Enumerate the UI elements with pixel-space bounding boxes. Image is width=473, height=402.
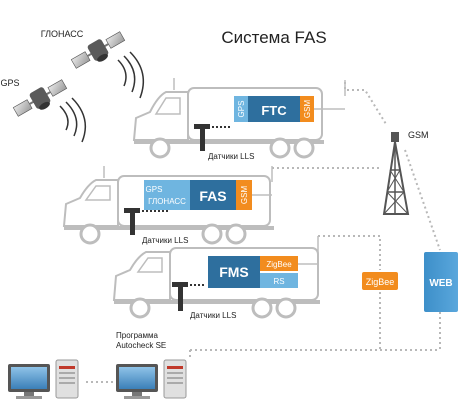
- truck1-sensor-label: Датчики LLS: [208, 152, 254, 161]
- truck2-gsm-label: GSM: [240, 186, 249, 205]
- software-label-line2: Autocheck SE: [116, 341, 166, 350]
- software-label-line1: Программа: [116, 331, 158, 340]
- truck2-unit-label: FAS: [199, 188, 226, 204]
- truck-fms: [112, 236, 320, 319]
- truck2-sensor-label: Датчики LLS: [142, 236, 188, 245]
- truck3-zigbee-label: ZigBee: [266, 260, 292, 269]
- truck3-sensor-label: Датчики LLS: [190, 311, 236, 320]
- truck2-glonass-label: ГЛОНАСС: [148, 197, 186, 206]
- truck-fas: [62, 166, 274, 245]
- truck3-unit-label: FMS: [219, 264, 249, 280]
- truck-ftc: [132, 78, 346, 159]
- truck1-unit-label: FTC: [261, 103, 287, 118]
- gsm-tower-icon: [382, 132, 410, 215]
- web-node: WEB: [424, 252, 458, 312]
- diagram-title: Система FAS: [221, 28, 326, 47]
- glonass-satellite-icon: [70, 31, 145, 99]
- truck3-rs-label: RS: [273, 277, 284, 286]
- computer-left-icon: [8, 359, 79, 399]
- gps-label: GPS: [0, 78, 19, 88]
- glonass-label: ГЛОНАСС: [41, 29, 84, 39]
- zigbee-node: ZigBee: [362, 272, 398, 290]
- computer-right-icon: [116, 359, 187, 399]
- zigbee-node-label: ZigBee: [366, 277, 395, 287]
- gps-satellite-icon: [12, 79, 87, 143]
- truck1-gsm-label: GSM: [303, 100, 312, 119]
- connection-lines: [86, 82, 441, 383]
- truck1-gps-label: GPS: [237, 101, 246, 118]
- web-node-label: WEB: [429, 278, 452, 289]
- gsm-label: GSM: [408, 130, 429, 140]
- truck2-gps-label: GPS: [146, 185, 163, 194]
